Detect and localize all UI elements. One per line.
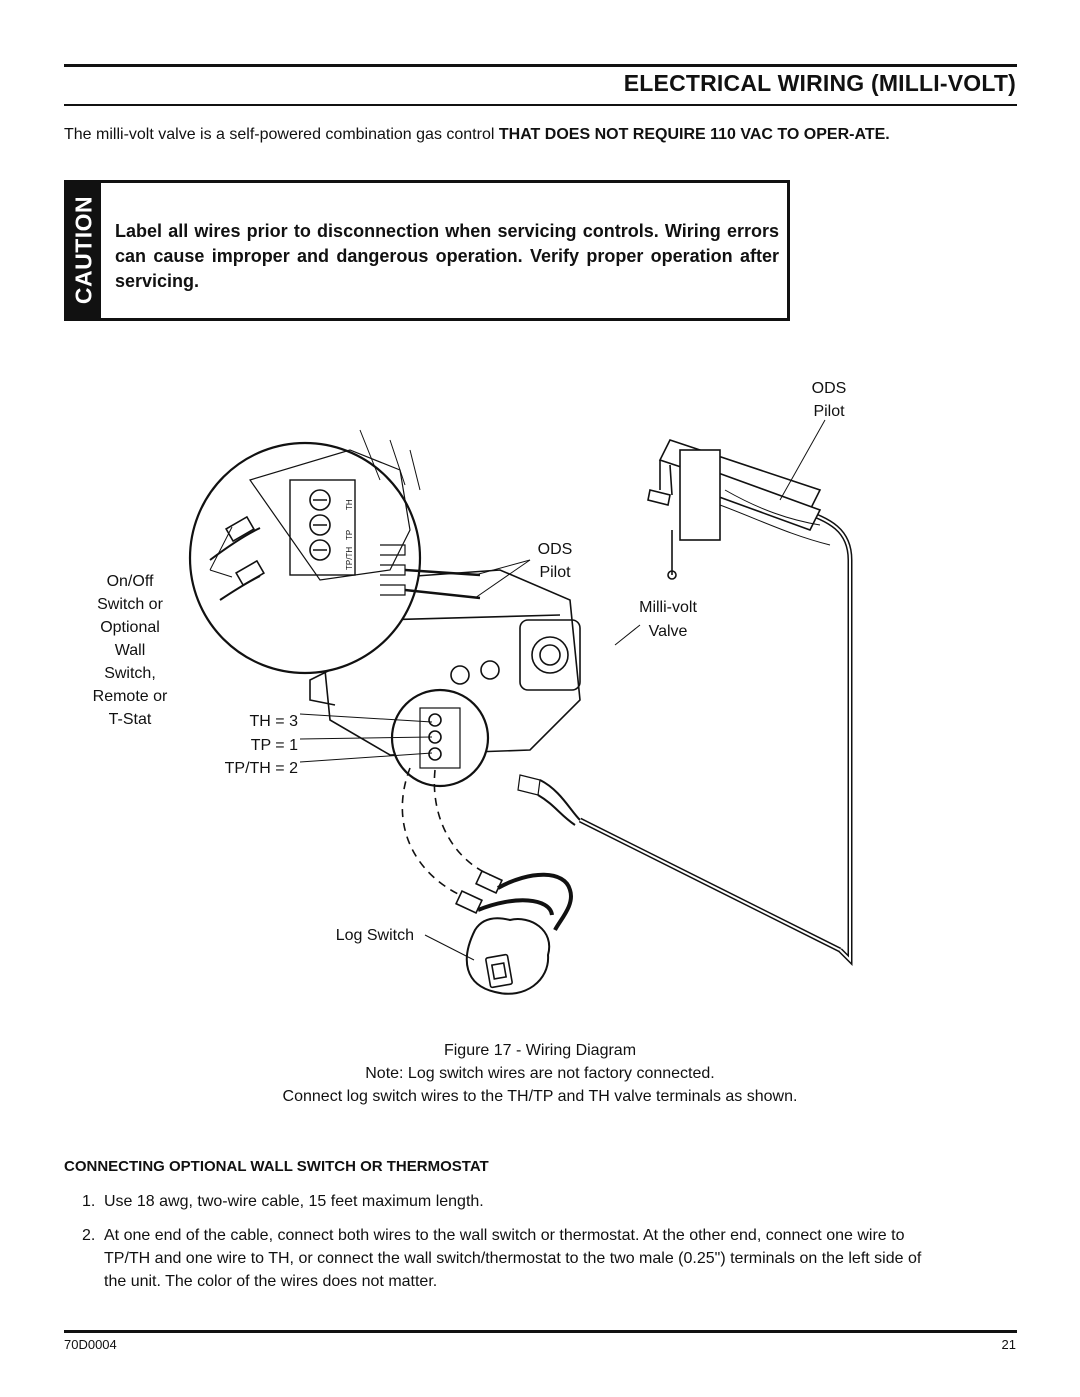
figure-note-1: Note: Log switch wires are not factory c…	[365, 1065, 715, 1082]
ods-mid-label-1: ODS	[538, 541, 573, 558]
footer-rule	[64, 1330, 1017, 1333]
terminal-tpth: TP/TH = 2	[225, 760, 298, 777]
figure-note-2: Connect log switch wires to the TH/TP an…	[282, 1088, 798, 1105]
step-1-number: 1.	[82, 1193, 96, 1210]
log-switch-drawing	[424, 917, 551, 995]
mark-tpth: TP/TH	[345, 547, 354, 570]
caution-word: CAUTION	[70, 195, 97, 305]
log-switch-label: Log Switch	[336, 927, 414, 944]
ods-mid-label-2: Pilot	[539, 564, 571, 581]
step-1-text: Use 18 awg, two-wire cable, 15 feet maxi…	[104, 1193, 484, 1210]
page-title: ELECTRICAL WIRING (MILLI-VOLT)	[623, 70, 1016, 96]
page-number: 21	[1001, 1337, 1016, 1352]
intro-bold: THAT DOES NOT REQUIRE 110 VAC TO OPER-AT…	[498, 126, 890, 143]
caution-box: CAUTION Label all wires prior to disconn…	[64, 180, 790, 321]
step-2-number: 2.	[82, 1227, 96, 1244]
top-rule	[64, 64, 1017, 67]
step-2-line-2: TP/TH and one wire to TH, or connect the…	[104, 1250, 922, 1267]
valve-label-2: Valve	[649, 623, 688, 640]
mark-tp: TP	[345, 530, 354, 540]
step-2-line-3: the unit. The color of the wires does no…	[104, 1273, 438, 1290]
switch-label-5: Switch,	[104, 665, 156, 682]
valve-label-1: Milli-volt	[639, 599, 697, 616]
switch-label-7: T-Stat	[109, 711, 152, 728]
terminal-tp: TP = 1	[251, 737, 298, 754]
switch-label-2: Switch or	[97, 596, 163, 613]
document-number: 70D0004	[64, 1337, 117, 1352]
intro-normal: The milli-volt valve is a self-powered c…	[64, 126, 499, 143]
switch-label-1: On/Off	[107, 573, 154, 590]
figure-caption: Figure 17 - Wiring Diagram	[443, 1042, 637, 1059]
wiring-diagram: TP/TH TP TH	[93, 380, 853, 995]
ods-pilot-drawing	[614, 419, 831, 646]
mark-th: TH	[345, 499, 354, 510]
magnifier-large	[188, 429, 481, 675]
caution-text: Label all wires prior to disconnection w…	[115, 221, 779, 291]
magnifier-small	[299, 688, 490, 788]
step-2-line-1: At one end of the cable, connect both wi…	[104, 1227, 905, 1244]
title-underline	[64, 104, 1017, 106]
switch-label-6: Remote or	[93, 688, 168, 705]
caution-bar: CAUTION	[67, 183, 101, 318]
terminal-th: TH = 3	[250, 713, 299, 730]
section-heading: CONNECTING OPTIONAL WALL SWITCH OR THERM…	[64, 1158, 489, 1175]
intro-paragraph: The milli-volt valve is a self-powered c…	[64, 124, 1017, 146]
switch-label-4: Wall	[115, 642, 146, 659]
switch-label-3: Optional	[100, 619, 160, 636]
ods-top-label-2: Pilot	[813, 403, 845, 420]
ods-top-label-1: ODS	[812, 380, 847, 397]
